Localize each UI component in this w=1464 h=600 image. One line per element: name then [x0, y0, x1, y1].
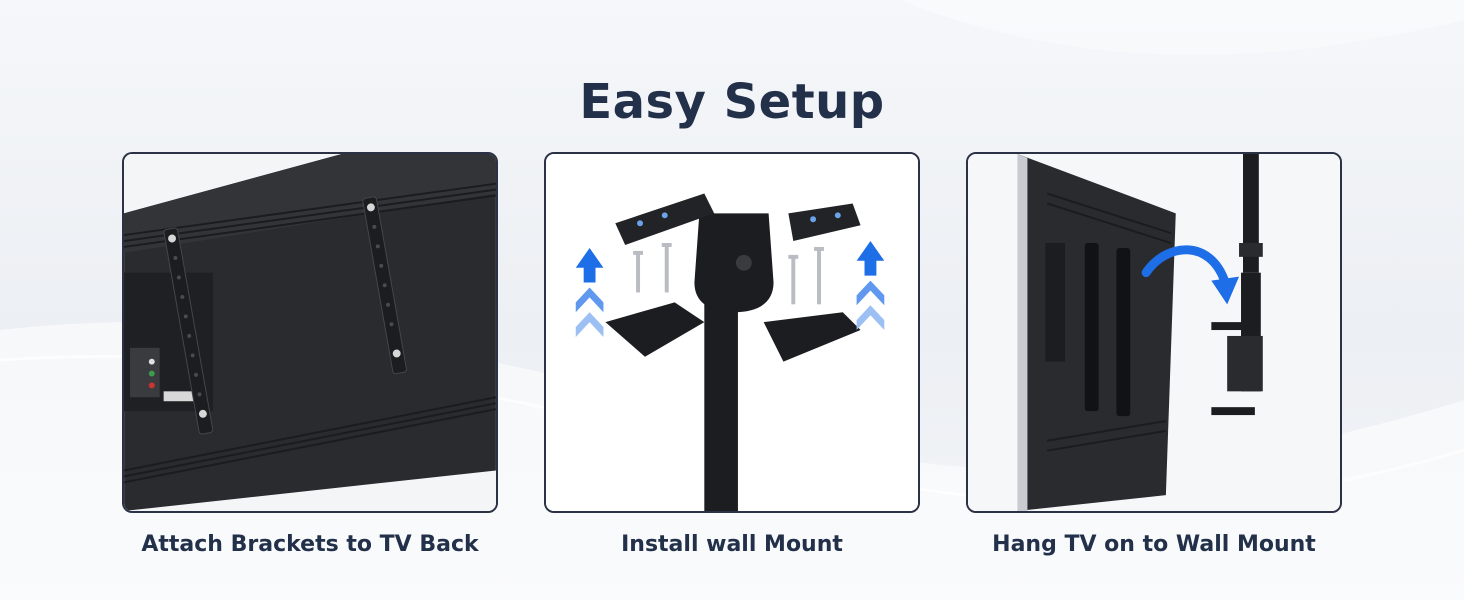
step-3-caption: Hang TV on to Wall Mount: [992, 532, 1316, 557]
step-3-image: [966, 152, 1342, 513]
up-arrow-right-icon: [856, 241, 885, 331]
curved-arrow-icon: [1141, 245, 1240, 305]
tv-hanging-illustration: [968, 154, 1340, 511]
up-arrow-left-icon: [575, 247, 604, 337]
tv-back-brackets-illustration: [124, 154, 496, 511]
step-2-caption: Install wall Mount: [621, 532, 843, 557]
step-1-image: [122, 152, 498, 513]
mount-head-illustration: [546, 154, 918, 511]
page-title: Easy Setup: [579, 74, 885, 130]
step-2-image: [544, 152, 920, 513]
step-1-caption: Attach Brackets to TV Back: [141, 532, 479, 557]
